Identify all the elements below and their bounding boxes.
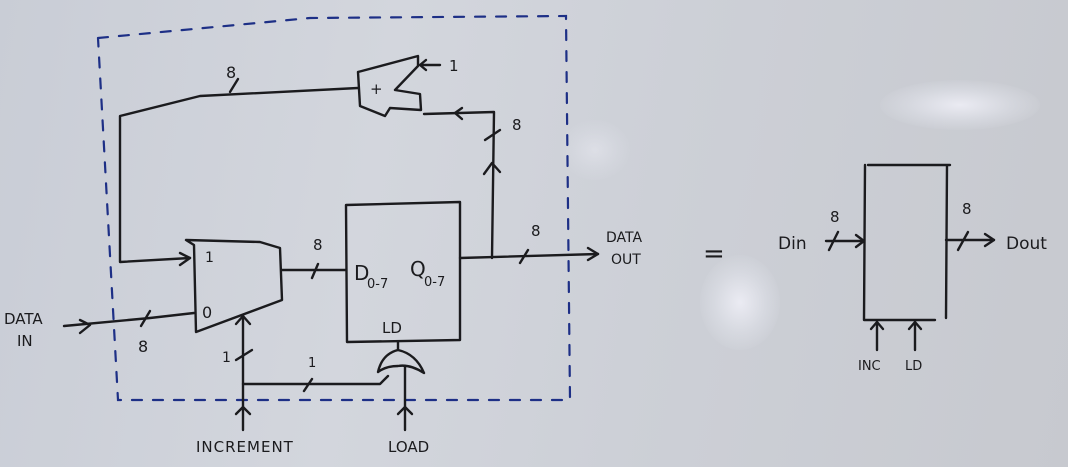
block-din-arrow [854, 233, 866, 249]
increment-to-or-wire [241, 374, 390, 386]
block-symbol: Din 8 8 Dout INC LD [778, 163, 1047, 374]
increment-select-width: 1 [222, 350, 231, 366]
bus-slash-or-input [302, 377, 314, 393]
bus-slash-increment [234, 348, 254, 362]
bus-width-data-out: 8 [531, 222, 541, 240]
or-gate [376, 340, 426, 375]
block-dout-width: 8 [962, 200, 972, 218]
block-dout-label: Dout [1006, 234, 1047, 254]
increment-arrow-bottom [234, 405, 252, 416]
module-boundary [96, 14, 572, 402]
bus-width-feedback: 8 [226, 63, 236, 82]
bus-width-data-in: 8 [138, 337, 148, 356]
bus-width-q-feedback: 8 [512, 116, 522, 134]
register-q-sub: 0-7 [424, 275, 445, 290]
mux: 1 0 [184, 238, 284, 334]
q-feedback-arrow [453, 106, 464, 121]
block-inc-arrow [869, 320, 885, 331]
bus-slash-q-feedback [483, 128, 502, 142]
block-dout-arrow [983, 232, 996, 248]
data-in-wire [62, 311, 196, 328]
q-feedback-arrow-up [482, 161, 502, 176]
bus-width-mux-out: 8 [313, 236, 323, 254]
adder-plus-label: + [370, 80, 383, 98]
data-out-label-line2: OUT [611, 252, 641, 268]
increment-label: INCREMENT [196, 438, 294, 456]
or-input-width: 1 [308, 356, 316, 371]
increment-arrow-mux [234, 314, 252, 326]
data-out-wire [458, 252, 600, 260]
adder-const-arrow [418, 58, 428, 72]
bus-slash-data-out [518, 248, 530, 265]
block-dout-slash [956, 230, 970, 252]
mux-input1-label: 1 [205, 250, 214, 266]
mux-input0-label: 0 [202, 303, 212, 322]
register-q-label: Q [410, 257, 426, 281]
load-arrow [396, 405, 414, 416]
register: D 0-7 Q 0-7 LD [344, 200, 462, 344]
mux-input1-arrow [178, 251, 192, 267]
bus-slash-mux-out [310, 262, 320, 280]
register-ld-label: LD [382, 319, 402, 337]
data-in-arrow [78, 318, 92, 335]
block-din-slash [827, 230, 840, 252]
block-inc-label: INC [858, 359, 881, 374]
data-in-label-line2: IN [17, 332, 33, 350]
block-ld-label: LD [905, 359, 922, 374]
block-ld-arrow [907, 320, 923, 331]
equals-sign: = [703, 239, 725, 269]
register-d-sub: 0-7 [367, 277, 388, 292]
register-d-label: D [354, 261, 369, 285]
data-in-label-line1: DATA [4, 310, 43, 328]
block-din-width: 8 [830, 208, 840, 226]
q-feedback-wire [422, 110, 496, 260]
data-out-arrow [586, 246, 600, 262]
block-din-label: Din [778, 234, 807, 254]
bus-slash-data-in [139, 309, 152, 328]
feedback-wire [118, 86, 360, 264]
bus-slash-feedback [228, 77, 240, 94]
adder: + 1 [356, 54, 459, 118]
data-out-label-line1: DATA [606, 230, 642, 246]
load-label: LOAD [388, 438, 429, 456]
adder-const-label: 1 [449, 57, 459, 75]
